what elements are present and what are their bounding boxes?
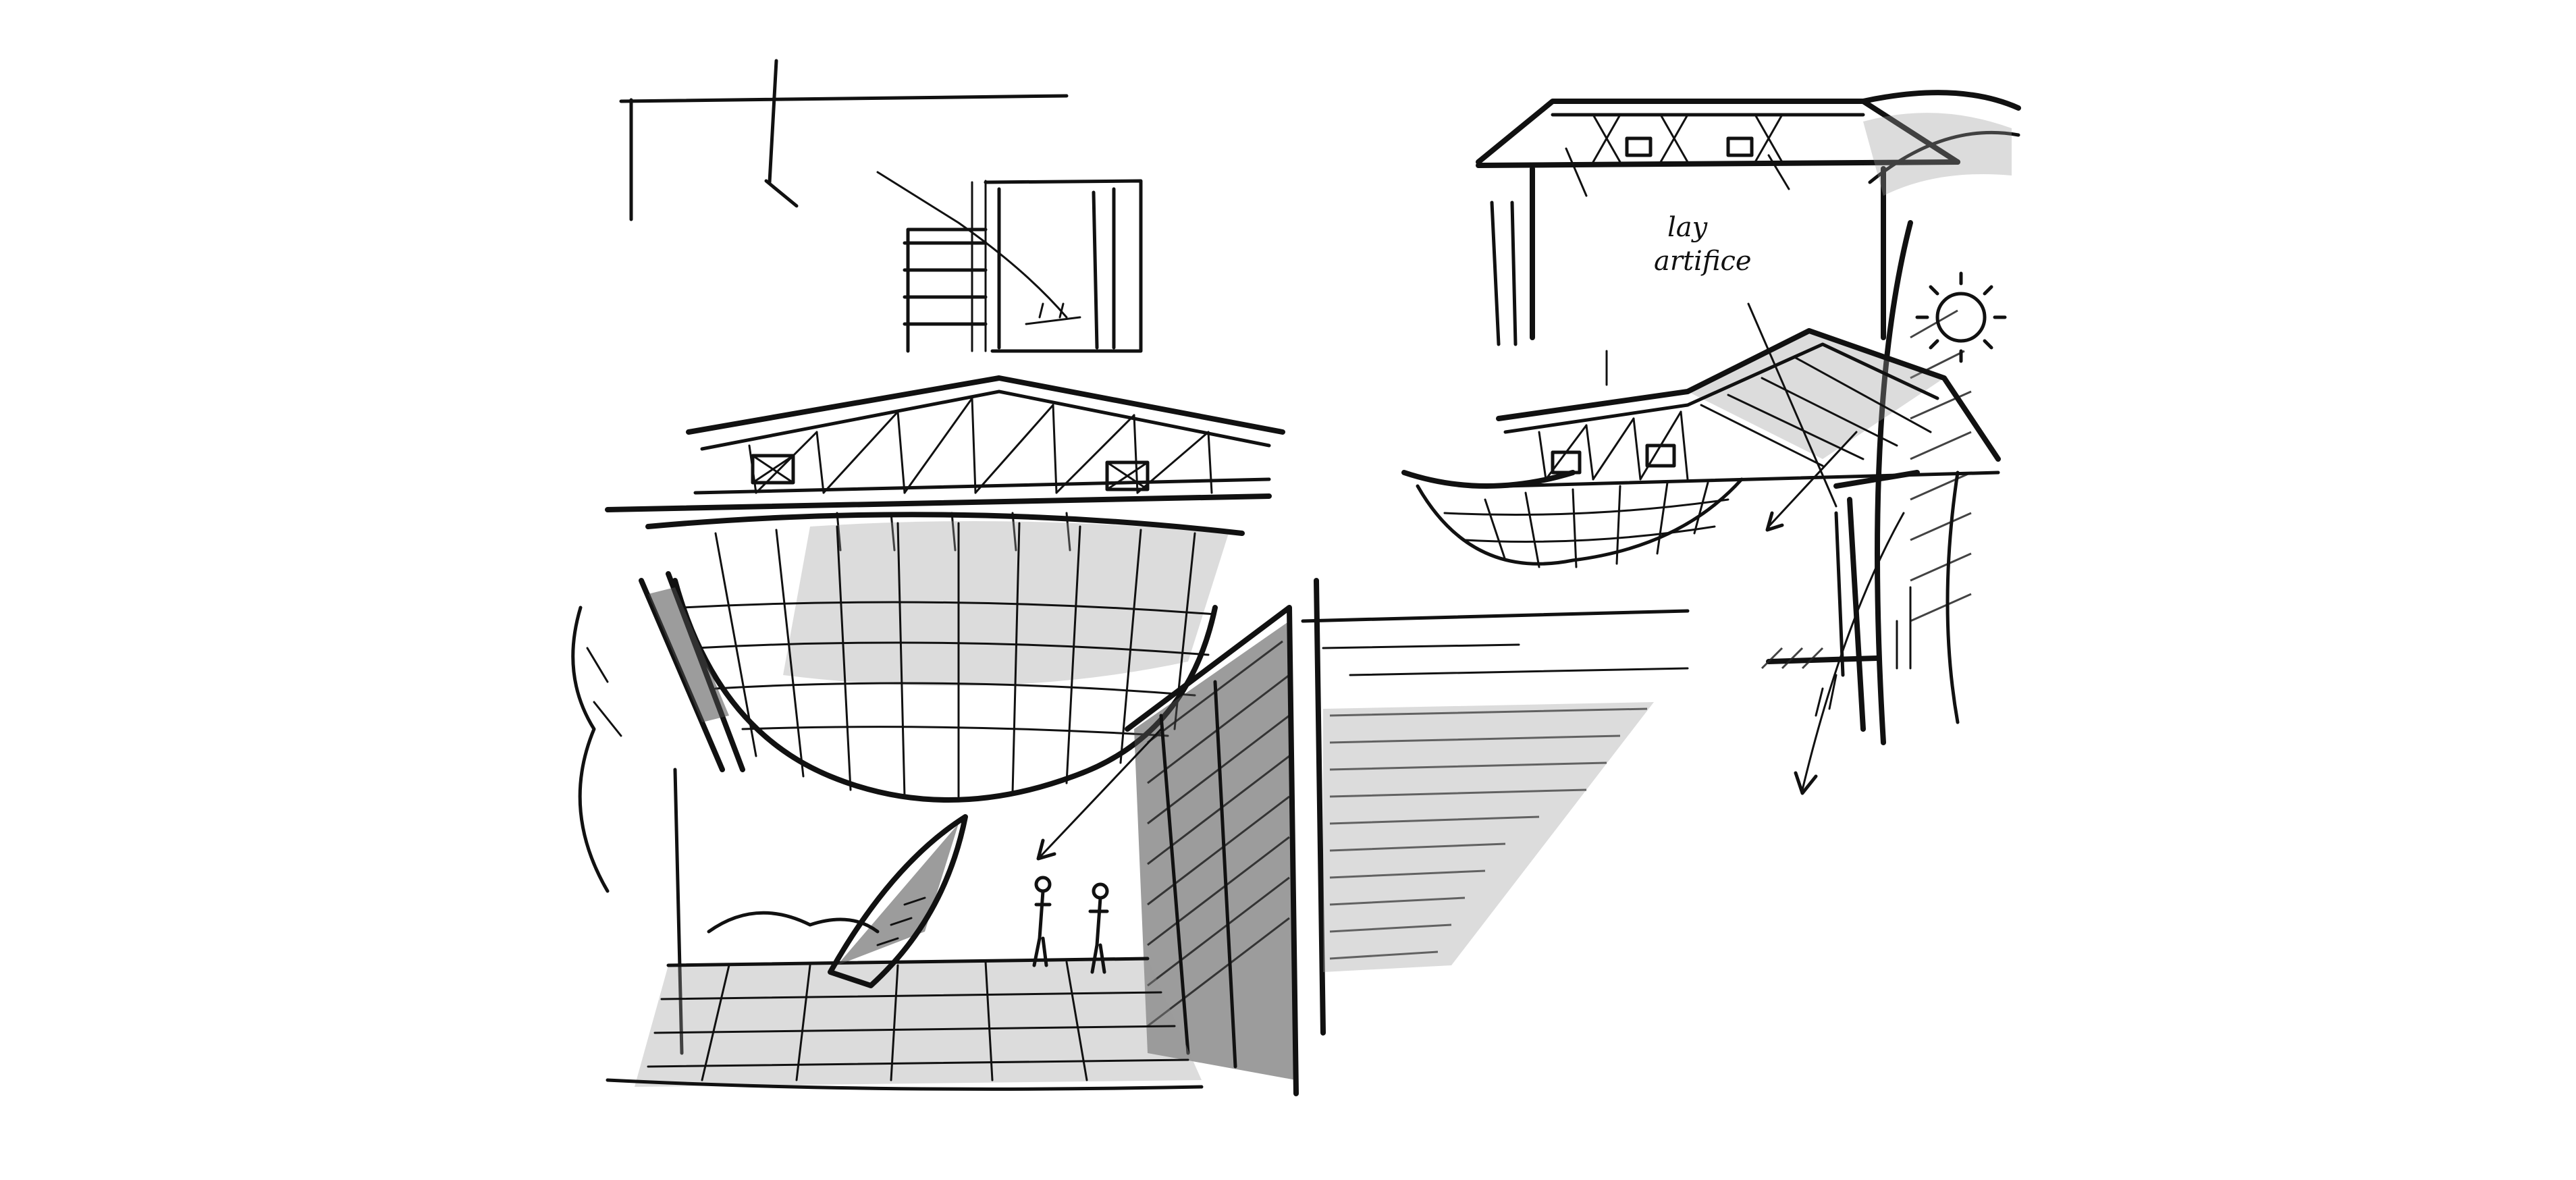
right-lower-structure bbox=[1747, 302, 1920, 795]
center-hatching bbox=[1301, 609, 1690, 972]
left-space-right-wall bbox=[1125, 578, 1326, 1096]
note-line-2: artifice bbox=[1654, 246, 1752, 277]
top-right-annotation: lay artifice bbox=[1654, 212, 1752, 277]
person-icon bbox=[1088, 882, 1109, 974]
left-floor bbox=[606, 957, 1204, 1091]
people-figures bbox=[1032, 876, 1109, 974]
person-icon bbox=[1032, 876, 1052, 967]
canopy-arrow bbox=[1036, 728, 1162, 861]
top-left-frame-sketch bbox=[619, 59, 1143, 353]
right-middle-truss bbox=[1401, 328, 2001, 568]
left-side-structure bbox=[571, 571, 745, 1055]
left-roof-truss bbox=[605, 375, 1285, 552]
sun-icon bbox=[1915, 271, 2007, 363]
sculpture-shape bbox=[707, 814, 968, 988]
top-right-building-section bbox=[1476, 99, 1960, 386]
note-line-1: lay bbox=[1667, 212, 1709, 243]
right-curved-facade bbox=[1761, 90, 2021, 745]
